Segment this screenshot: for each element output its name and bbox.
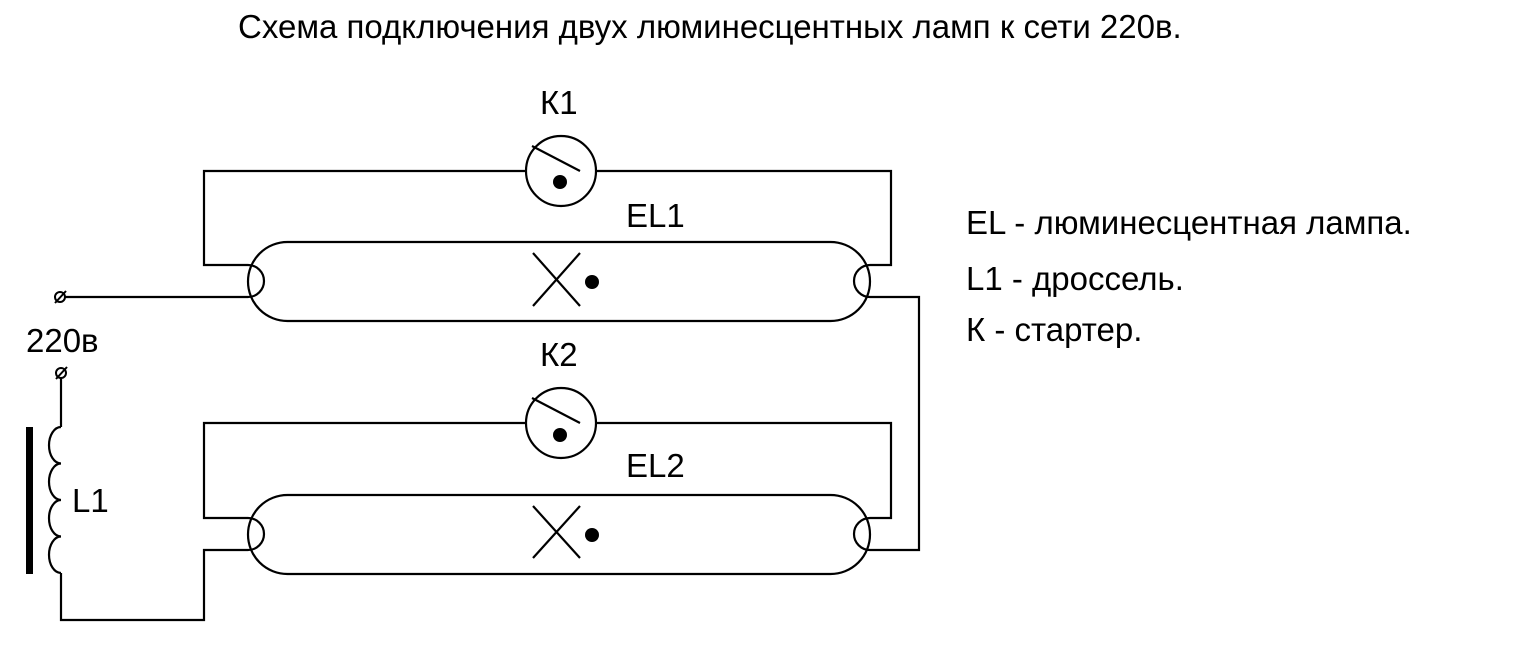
legend-item-starter: К - стартер. bbox=[966, 311, 1143, 348]
label-starter-k1: К1 bbox=[540, 84, 578, 121]
lamp-el2-dot bbox=[585, 528, 599, 542]
choke-core bbox=[26, 427, 33, 574]
wires bbox=[59, 169, 921, 622]
mains-terminals bbox=[54, 290, 68, 380]
starter-k1 bbox=[524, 134, 598, 208]
label-lamp-el2: EL2 bbox=[626, 447, 685, 484]
label-choke-l1: L1 bbox=[72, 482, 109, 519]
diagram-title: Схема подключения двух люминесцентных ла… bbox=[238, 8, 1182, 45]
starter-k1-contact-dot bbox=[553, 175, 567, 189]
starter-k2-contact-dot bbox=[553, 428, 567, 442]
legend-item-lamp: EL - люминесцентная лампа. bbox=[966, 204, 1412, 241]
lamp-el1 bbox=[246, 240, 872, 323]
lamp-el1-dot bbox=[585, 275, 599, 289]
label-lamp-el1: EL1 bbox=[626, 197, 685, 234]
starter-k2 bbox=[524, 386, 598, 460]
lamp-el2 bbox=[246, 493, 872, 576]
choke-l1-coil bbox=[47, 425, 62, 575]
legend-item-choke: L1 - дроссель. bbox=[966, 260, 1184, 297]
label-mains-voltage: 220в bbox=[26, 322, 99, 359]
label-starter-k2: К2 bbox=[540, 336, 578, 373]
